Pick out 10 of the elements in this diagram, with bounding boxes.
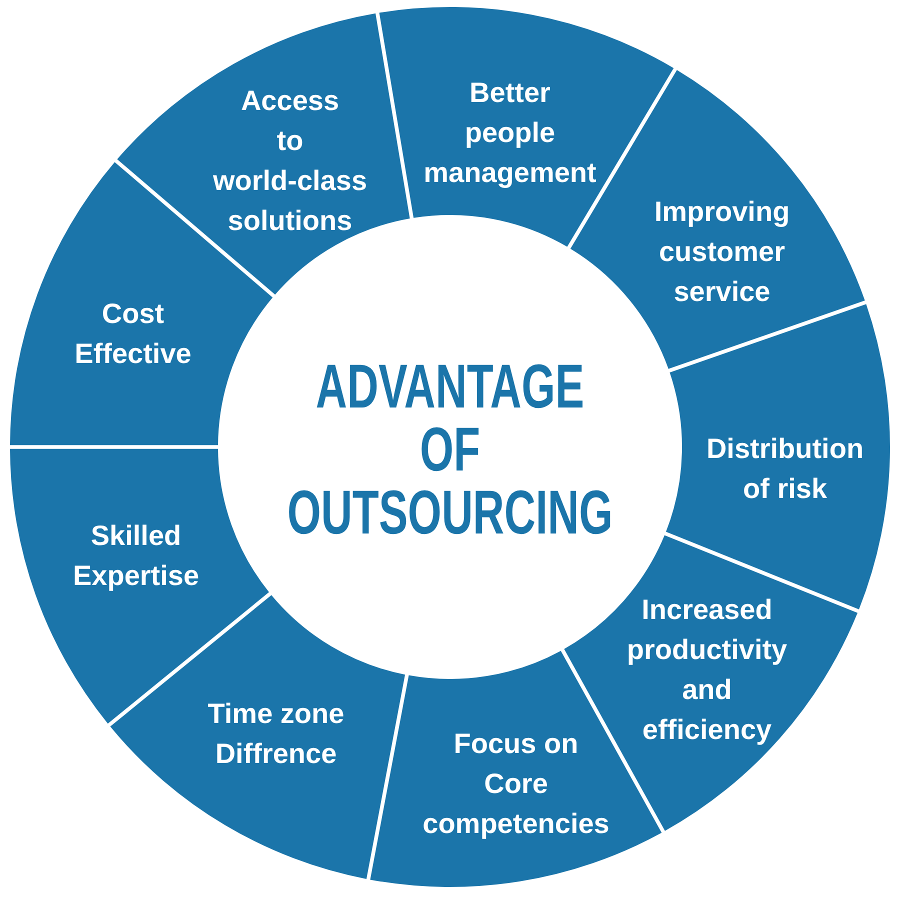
segment-label: Access to world-class solutions (212, 84, 368, 238)
segment-label: Time zone Diffrence (208, 697, 344, 771)
segment-label: Better people management (424, 76, 596, 190)
segment-label: Skilled Expertise (72, 519, 200, 593)
segment-label: Distribution of risk (706, 432, 864, 506)
segment-label: Cost Effective (74, 297, 192, 371)
center-title: ADVANTAGE OF OUTSOURCING (287, 356, 613, 544)
segment-label: Improving customer service (654, 195, 790, 309)
segment-label: Focus on Core competencies (422, 727, 610, 841)
segment-label: Increased productivity and efficiency (626, 593, 788, 747)
